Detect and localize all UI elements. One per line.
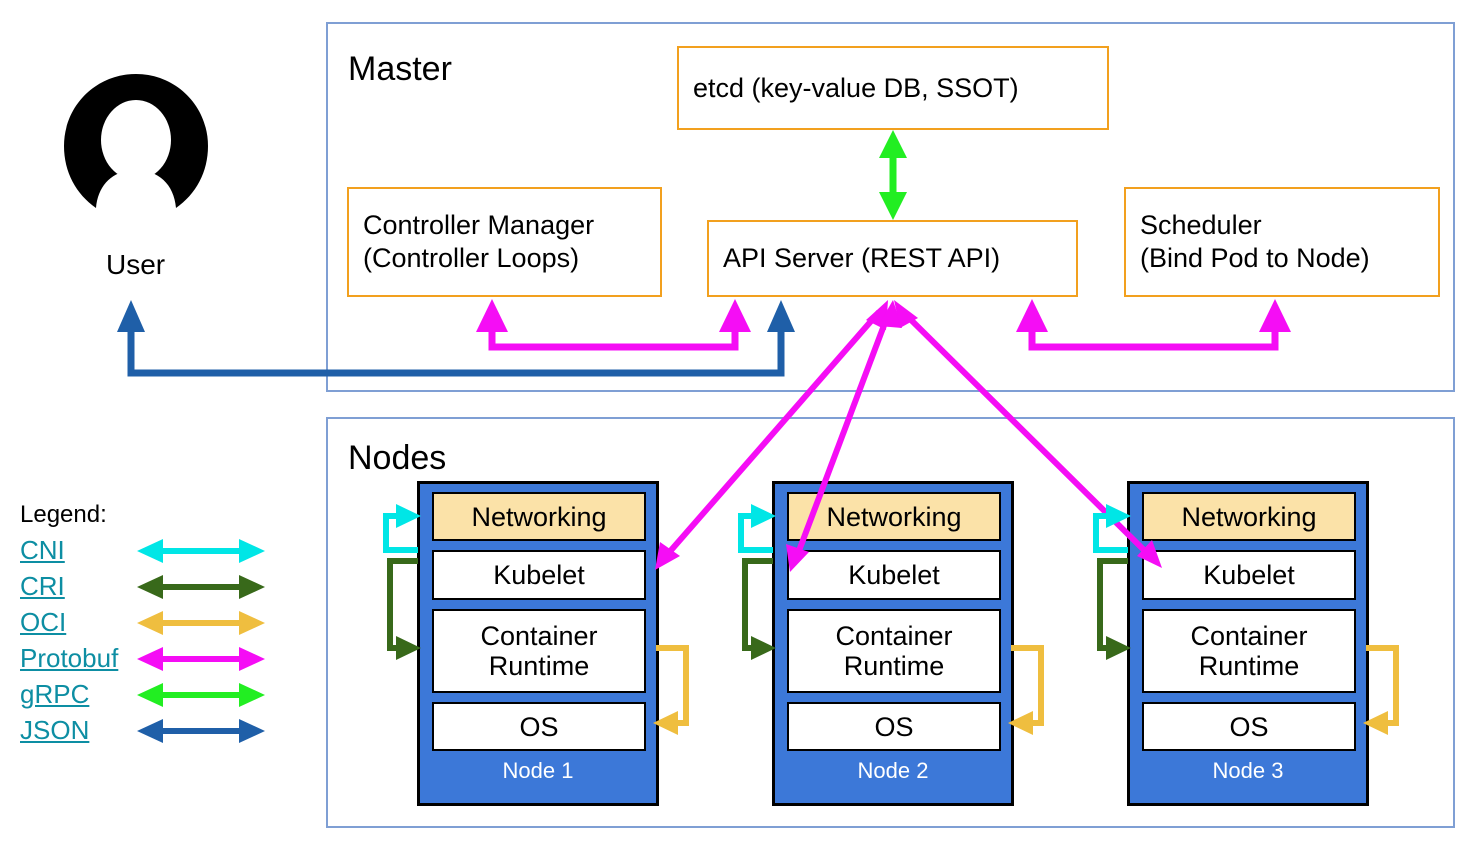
legend-label-json[interactable]: JSON [20,715,90,745]
node-2[interactable]: Networking Kubelet Container Runtime OS … [772,481,1014,806]
node-1-networking-label: Networking [471,501,607,532]
node-2-container-runtime-layer[interactable]: Container Runtime [787,609,1001,693]
legend: Legend: CNI CRI OCI [20,501,270,744]
node-3-kubelet-layer[interactable]: Kubelet [1142,550,1356,600]
node-2-os-layer[interactable]: OS [787,702,1001,751]
node-1-os-label: OS [519,711,559,742]
legend-title: Legend: [20,501,107,528]
node-3-container-runtime-label: Container Runtime [1190,621,1308,681]
node-2-container-runtime-label: Container Runtime [835,621,953,681]
node-3-container-runtime-layer[interactable]: Container Runtime [1142,609,1356,693]
node-1-kubelet-label: Kubelet [493,560,585,590]
node-3-name: Node 3 [1212,758,1284,783]
user-avatar-icon [64,74,208,208]
legend-arrow-protobuf [137,647,265,671]
legend-label-protobuf[interactable]: Protobuf [20,643,119,673]
legend-item-cri[interactable]: CRI [20,572,270,604]
node-3-kubelet-label: Kubelet [1203,560,1295,590]
node-3-os-layer[interactable]: OS [1142,702,1356,751]
controller-manager-label: Controller Manager (Controller Loops) [363,210,595,273]
legend-label-cri[interactable]: CRI [20,571,65,601]
legend-label-grpc[interactable]: gRPC [20,679,90,709]
node-1-kubelet-layer[interactable]: Kubelet [432,550,646,600]
node-2-networking-label: Networking [826,501,962,532]
legend-label-cni[interactable]: CNI [20,535,65,565]
etcd-label: etcd (key-value DB, SSOT) [693,72,1019,103]
legend-item-json[interactable]: JSON [20,716,270,748]
user-label: User [106,249,166,280]
legend-arrow-oci [137,611,265,635]
node-2-kubelet-label: Kubelet [848,560,940,590]
legend-item-protobuf[interactable]: Protobuf [20,644,270,676]
legend-item-grpc[interactable]: gRPC [20,680,270,712]
legend-item-cni[interactable]: CNI [20,536,270,568]
api-server-component[interactable]: API Server (REST API) [707,220,1078,297]
legend-label-oci[interactable]: OCI [20,607,67,637]
node-1-container-runtime-label: Container Runtime [480,621,598,681]
scheduler-label: Scheduler (Bind Pod to Node) [1140,210,1370,273]
node-3[interactable]: Networking Kubelet Container Runtime OS … [1127,481,1369,806]
controller-manager-component[interactable]: Controller Manager (Controller Loops) [347,187,662,297]
scheduler-component[interactable]: Scheduler (Bind Pod to Node) [1124,187,1440,297]
node-2-name: Node 2 [857,758,929,783]
node-1-os-layer[interactable]: OS [432,702,646,751]
legend-arrow-cni [137,539,265,563]
node-3-os-label: OS [1229,711,1269,742]
node-2-networking-layer[interactable]: Networking [787,492,1001,541]
etcd-component[interactable]: etcd (key-value DB, SSOT) [677,46,1109,130]
legend-item-oci[interactable]: OCI [20,608,270,640]
nodes-group-title: Nodes [348,439,447,477]
node-2-kubelet-layer[interactable]: Kubelet [787,550,1001,600]
node-1-container-runtime-layer[interactable]: Container Runtime [432,609,646,693]
legend-arrow-grpc [137,683,265,707]
api-server-label: API Server (REST API) [723,243,1001,273]
node-1-name: Node 1 [502,758,574,783]
legend-arrow-json [137,719,265,743]
legend-arrow-cri [137,575,265,599]
master-group-title: Master [348,50,452,88]
node-2-os-label: OS [874,711,914,742]
node-1-networking-layer[interactable]: Networking [432,492,646,541]
node-1[interactable]: Networking Kubelet Container Runtime OS … [417,481,659,806]
node-3-networking-label: Networking [1181,501,1317,532]
node-3-networking-layer[interactable]: Networking [1142,492,1356,541]
